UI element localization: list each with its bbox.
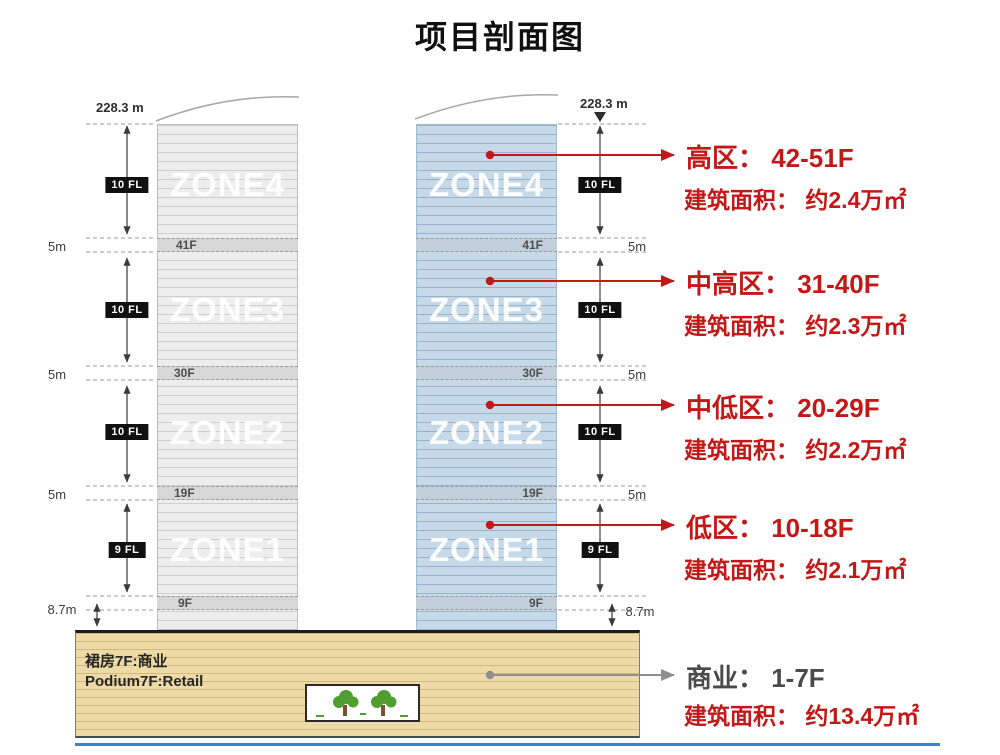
left-zone1-label: ZONE1: [169, 531, 286, 568]
right-badge-zone1: 9 FL: [581, 542, 619, 558]
right-badge-zone3: 10 FL: [578, 302, 622, 318]
annotation-retail-area: 建筑面积： 约13.4万㎡: [684, 703, 920, 729]
annotation-low-area: 建筑面积： 约2.1万㎡: [684, 557, 907, 583]
right-5m-19f: 5m: [627, 487, 647, 502]
annotation-high-area: 建筑面积： 约2.4万㎡: [684, 187, 907, 213]
annotation-midlow-zone: 中低区： 20-29F: [686, 393, 880, 423]
right-floor-41f: 41F: [522, 238, 543, 252]
right-band-41f: [416, 238, 557, 252]
left-band-30f: [157, 366, 298, 380]
left-badge-zone2: 10 FL: [105, 424, 149, 440]
right-5m-41f: 5m: [627, 239, 647, 254]
left-zone4-label: ZONE4: [169, 166, 286, 203]
left-badge-zone3: 10 FL: [105, 302, 149, 318]
right-elevation-label: 228.3 m: [580, 96, 628, 111]
right-base-height: 8.7m: [625, 604, 655, 619]
tower-crown-curves: [155, 93, 559, 122]
left-floor-30f: 30F: [174, 366, 195, 380]
left-5m-41f: 5m: [47, 239, 67, 254]
annotation-midhigh-zone: 中高区： 31-40F: [686, 269, 880, 299]
dashed-extension-lines: [86, 123, 646, 611]
left-base-height: 8.7m: [47, 602, 77, 617]
left-band-9f: [157, 596, 298, 610]
left-band-19f: [157, 486, 298, 500]
right-zone1-label: ZONE1: [428, 531, 545, 568]
annotation-midhigh-area: 建筑面积： 约2.3万㎡: [684, 313, 907, 339]
left-zone2-label: ZONE2: [169, 414, 286, 451]
podium-label-cn: 裙房7F:商业: [85, 653, 168, 670]
podium-label-en: Podium7F:Retail: [85, 673, 204, 690]
ground-line: [75, 743, 940, 746]
benchmark-icon: [594, 112, 606, 122]
right-band-19f: [416, 486, 557, 500]
right-zone4-label: ZONE4: [428, 166, 545, 203]
right-badge-zone4: 10 FL: [578, 177, 622, 193]
right-band-9f: [416, 596, 557, 610]
annotation-midlow-area: 建筑面积： 约2.2万㎡: [684, 437, 907, 463]
left-floor-19f: 19F: [174, 486, 195, 500]
annotation-retail-zone: 商业： 1-7F: [686, 663, 825, 693]
annotation-low-zone: 低区： 10-18F: [686, 513, 854, 543]
left-floor-9f: 9F: [178, 596, 193, 610]
right-band-30f: [416, 366, 557, 380]
left-badge-zone4: 10 FL: [105, 177, 149, 193]
left-5m-19f: 5m: [47, 487, 67, 502]
tree-icon: [316, 690, 408, 717]
right-zone2-label: ZONE2: [428, 414, 545, 451]
left-5m-30f: 5m: [47, 367, 67, 382]
annotation-leaders: [485, 149, 675, 681]
page-title: 项目剖面图: [414, 19, 585, 55]
left-floor-41f: 41F: [176, 238, 197, 252]
right-5m-30f: 5m: [627, 367, 647, 382]
right-floor-30f: 30F: [522, 366, 543, 380]
right-floor-19f: 19F: [522, 486, 543, 500]
left-zone3-label: ZONE3: [169, 291, 286, 328]
podium-label: 裙房7F:商业 Podium7F:Retail: [85, 652, 203, 692]
left-elevation-label: 228.3 m: [96, 100, 144, 115]
right-badge-zone2: 10 FL: [578, 424, 622, 440]
left-badge-zone1: 9 FL: [108, 542, 146, 558]
right-floor-9f: 9F: [528, 596, 543, 610]
right-zone3-label: ZONE3: [428, 291, 545, 328]
annotation-high-zone: 高区： 42-51F: [686, 143, 854, 173]
left-band-41f: [157, 238, 298, 252]
